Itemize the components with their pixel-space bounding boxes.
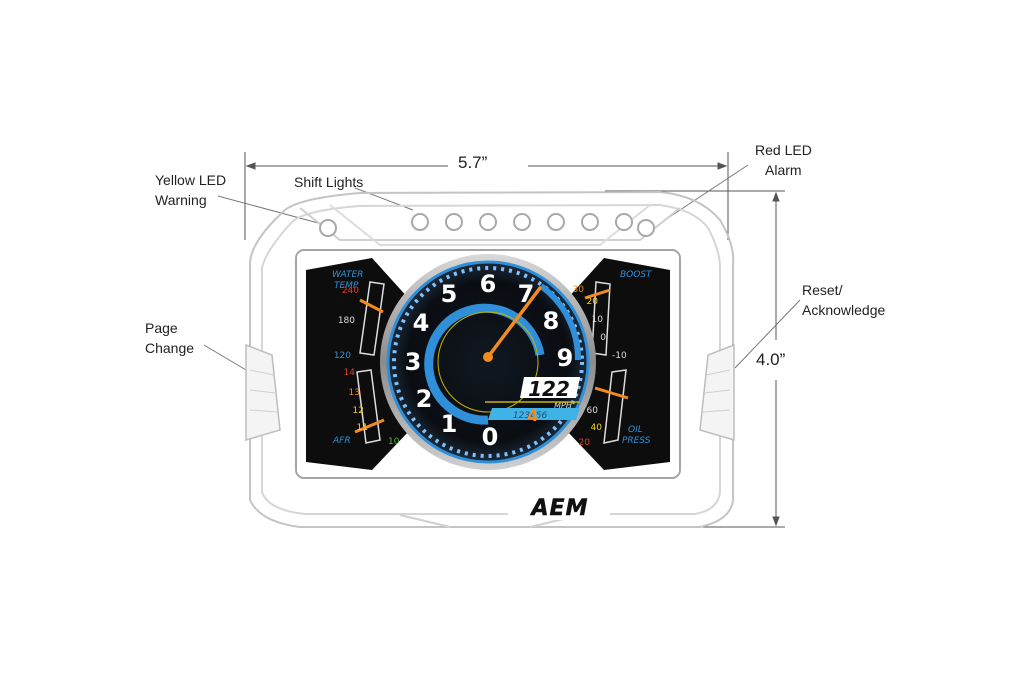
- shift-light-6: [581, 213, 599, 231]
- water-temp-label-1: WATER: [332, 270, 363, 280]
- boost-tick-neg10: -10: [612, 351, 627, 361]
- shift-lights: [411, 213, 633, 231]
- afr-gauge: 14 13 12 11 10 AFR: [332, 368, 400, 447]
- water-temp-label-2: TEMP: [334, 281, 359, 291]
- speed-readout: 122 MPH: [520, 377, 580, 410]
- water-temp-gauge: WATER TEMP 240 180 120: [332, 270, 385, 361]
- water-temp-tick-180: 180: [338, 316, 355, 326]
- shift-light-7: [615, 213, 633, 231]
- rpm-label-6: 6: [480, 270, 497, 298]
- brand-logo-text: AEM: [530, 496, 589, 521]
- tachometer: 0 1 2 3 4 5 6 7 8 9: [380, 254, 596, 470]
- rpm-label-1: 1: [441, 410, 458, 438]
- boost-label: BOOST: [620, 270, 653, 280]
- oil-press-label-1: OIL: [628, 425, 643, 435]
- callout-yellow-led-line1: Yellow LED: [155, 172, 227, 188]
- width-dimension: [244, 152, 729, 240]
- callout-yellow-led-line2: Warning: [155, 192, 207, 208]
- water-temp-tick-120: 120: [334, 351, 351, 361]
- afr-tick-14: 14: [344, 368, 356, 378]
- callout-page-change: Page Change: [145, 318, 194, 358]
- odometer-value: 123456: [513, 411, 548, 421]
- speed-value: 122: [528, 377, 570, 401]
- height-dimension: [605, 190, 785, 528]
- afr-label: AFR: [332, 436, 351, 446]
- shift-light-3: [479, 213, 497, 231]
- rpm-label-9: 9: [557, 344, 574, 372]
- afr-tick-10: 10: [388, 437, 400, 447]
- reset-acknowledge-button[interactable]: [699, 343, 735, 442]
- height-dimension-label: 4.0”: [756, 350, 786, 369]
- aem-logo: AEM: [508, 492, 610, 521]
- callout-yellow-led: Yellow LED Warning: [155, 170, 226, 210]
- callout-reset-line1: Reset/: [802, 282, 843, 298]
- leader-lines: [203, 164, 801, 371]
- callout-reset: Reset/ Acknowledge: [802, 280, 885, 320]
- red-led-alarm: [637, 219, 655, 237]
- rpm-label-8: 8: [543, 307, 560, 335]
- odometer-bar: 123456 4: [485, 401, 580, 425]
- boost-tick-20: 20: [587, 297, 599, 307]
- boost-tick-10: 10: [592, 315, 604, 325]
- oil-tick-60: 60: [587, 406, 599, 416]
- callout-page-change-line1: Page: [145, 320, 178, 336]
- yellow-led-warning: [319, 219, 337, 237]
- rpm-label-5: 5: [441, 280, 458, 308]
- shift-light-4: [513, 213, 531, 231]
- boost-tick-30: 30: [573, 285, 585, 295]
- page-change-button[interactable]: [245, 343, 281, 442]
- boost-tick-0: 0: [600, 333, 606, 343]
- rpm-label-2: 2: [416, 385, 433, 413]
- oil-tick-40: 40: [591, 423, 603, 433]
- rpm-label-0: 0: [482, 423, 499, 451]
- rpm-needle: [486, 286, 542, 359]
- callout-reset-line2: Acknowledge: [802, 302, 886, 318]
- shift-light-2: [445, 213, 463, 231]
- shift-light-5: [547, 213, 565, 231]
- callout-red-led-line2: Alarm: [765, 162, 802, 178]
- rpm-label-4: 4: [413, 309, 430, 337]
- callout-red-led: Red LED Alarm: [755, 140, 812, 180]
- afr-tick-13: 13: [349, 388, 360, 398]
- callout-red-led-line1: Red LED: [755, 142, 812, 158]
- water-temp-tick-240: 240: [342, 286, 359, 296]
- afr-tick-11: 11: [357, 423, 368, 433]
- callout-shift-lights: Shift Lights: [294, 174, 364, 190]
- afr-tick-12: 12: [353, 406, 364, 416]
- oil-tick-20: 20: [579, 438, 591, 448]
- shift-light-1: [411, 213, 429, 231]
- speed-unit: MPH: [554, 401, 572, 410]
- boost-gauge: BOOST 30 20 10 0 -10: [573, 270, 654, 361]
- rpm-label-3: 3: [405, 348, 422, 376]
- oil-press-label-2: PRESS: [622, 436, 651, 446]
- callout-page-change-line2: Change: [145, 340, 195, 356]
- width-dimension-label: 5.7”: [458, 153, 488, 172]
- gear-indicator: 4: [527, 406, 538, 425]
